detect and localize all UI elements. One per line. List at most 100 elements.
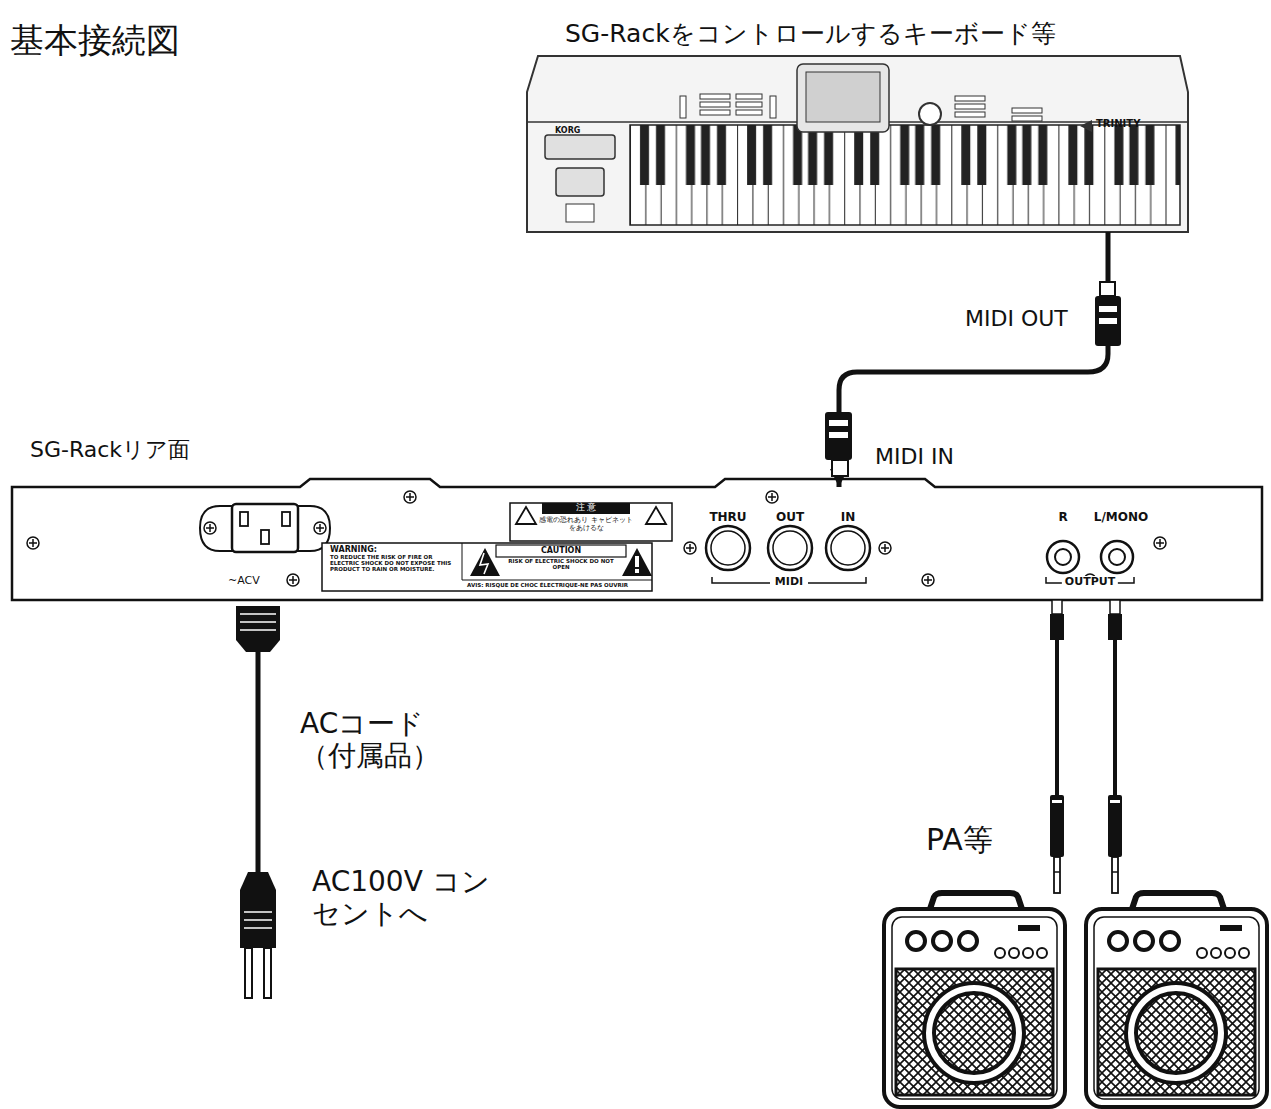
warning-text: AVIS: RISQUE DE CHOC ÉLECTRIQUE-NE PAS O… xyxy=(467,582,628,588)
phone-plug xyxy=(1050,600,1064,893)
drawing-line xyxy=(462,543,463,580)
keyboard-illustration xyxy=(527,56,1188,232)
drawing-path xyxy=(881,544,889,552)
drawing-circle xyxy=(879,542,891,554)
drawing-circle xyxy=(766,491,778,503)
drawing-rect xyxy=(496,545,626,557)
drawing-line xyxy=(244,911,272,913)
drawing-rect xyxy=(322,543,652,591)
drawing-circle xyxy=(711,531,745,565)
drawing-path xyxy=(480,553,488,574)
drawing-path xyxy=(29,539,37,547)
cable-label: MIDI OUT xyxy=(965,306,1068,331)
drawing-rect xyxy=(1108,795,1122,857)
drawing-rect xyxy=(240,512,248,526)
drawing-rect xyxy=(955,112,985,117)
drawing-rect xyxy=(1012,116,1042,121)
drawing-rect xyxy=(700,110,730,115)
drawing-path xyxy=(406,493,414,501)
logo-text: KORG xyxy=(555,126,580,135)
drawing-path xyxy=(240,872,276,948)
drawing-rect xyxy=(1050,795,1064,857)
drawing-circle xyxy=(773,531,807,565)
drawing-rect xyxy=(635,556,639,567)
drawing-rect xyxy=(1099,306,1117,312)
drawing-rect xyxy=(955,104,985,109)
drawing-rect xyxy=(1108,614,1122,640)
drawing-path xyxy=(236,606,280,652)
warning-text: TO REDUCE THE RISK OF FIRE OR ELECTRIC S… xyxy=(330,555,458,572)
drawing-rect xyxy=(542,503,630,514)
drawing-line xyxy=(240,613,276,615)
jack-label: THRU xyxy=(709,511,746,525)
drawing-circle xyxy=(922,574,934,586)
power-label: ~ACV xyxy=(228,575,260,588)
drawing-g xyxy=(1047,541,1133,573)
drawing-rect xyxy=(1052,800,1062,803)
drawing-line xyxy=(1112,871,1118,873)
drawing-circle xyxy=(826,526,870,570)
drawing-g xyxy=(240,614,276,630)
drawing-path xyxy=(1156,539,1164,547)
drawing-path xyxy=(470,548,500,576)
ac-cord xyxy=(236,606,280,998)
drawing-rect xyxy=(806,72,880,122)
drawing-path xyxy=(646,507,666,524)
drawing-rect xyxy=(736,94,762,99)
jack-label: L/MONO xyxy=(1094,511,1148,525)
drawing-circle xyxy=(831,531,865,565)
jack-label: R xyxy=(1058,511,1067,525)
drawing-circle xyxy=(1109,549,1125,565)
jack-label: IN xyxy=(841,511,856,525)
drawing-path xyxy=(924,576,932,584)
drawing-path xyxy=(527,56,1188,232)
warning-text: RISK OF ELECTRIC SHOCK DO NOT OPEN xyxy=(505,559,617,571)
drawing-circle xyxy=(287,574,299,586)
group-label: MIDI xyxy=(772,576,806,589)
amplifier xyxy=(1086,893,1267,1107)
drawing-line xyxy=(240,629,276,631)
drawing-rect xyxy=(264,948,271,998)
node-heading: SG-Rackをコントロールするキーボード等 xyxy=(565,20,1056,49)
drawing-line xyxy=(462,580,652,581)
cable-label: AC100V コンセントへ xyxy=(312,866,507,930)
node-heading: PA等 xyxy=(926,823,993,858)
warning-text: 注 意 xyxy=(576,503,597,513)
drawing-line xyxy=(240,621,276,623)
drawing-rect xyxy=(556,168,604,196)
diagram-title: 基本接続図 xyxy=(10,18,180,64)
drawing-rect xyxy=(1110,600,1120,614)
drawing-circle xyxy=(1154,537,1166,549)
drawing-line xyxy=(244,927,272,929)
drawing-rect xyxy=(955,96,985,101)
drawing-rect xyxy=(1100,282,1115,296)
drawing-path xyxy=(12,479,1262,600)
drawing-rect xyxy=(1110,800,1120,803)
drawing-rect xyxy=(1095,296,1121,346)
drawing-path xyxy=(206,524,214,532)
pa-node: PA等 xyxy=(880,893,1268,1109)
drawing-rect xyxy=(825,412,852,460)
drawing-path xyxy=(516,507,536,524)
drawing-rect xyxy=(566,204,594,222)
drawing-rect xyxy=(832,460,848,476)
cable-label: ACコード （付属品） xyxy=(300,708,465,772)
drawing-rect xyxy=(630,125,1180,225)
drawing-circle xyxy=(919,103,941,125)
drawing-circle xyxy=(27,537,39,549)
drawing-circle xyxy=(204,522,216,534)
drawing-circle xyxy=(314,522,326,534)
drawing-circle xyxy=(1055,549,1071,565)
drawing-rect xyxy=(829,420,848,426)
amplifier xyxy=(884,893,1065,1107)
warning-text: WARNING: xyxy=(330,545,377,554)
drawing-rect xyxy=(1012,108,1042,113)
drawing-line xyxy=(256,652,261,872)
drawing-rect xyxy=(829,432,848,438)
jack-label: OUT xyxy=(776,511,804,525)
drawing-path xyxy=(686,544,694,552)
drawing-g xyxy=(27,491,1166,586)
